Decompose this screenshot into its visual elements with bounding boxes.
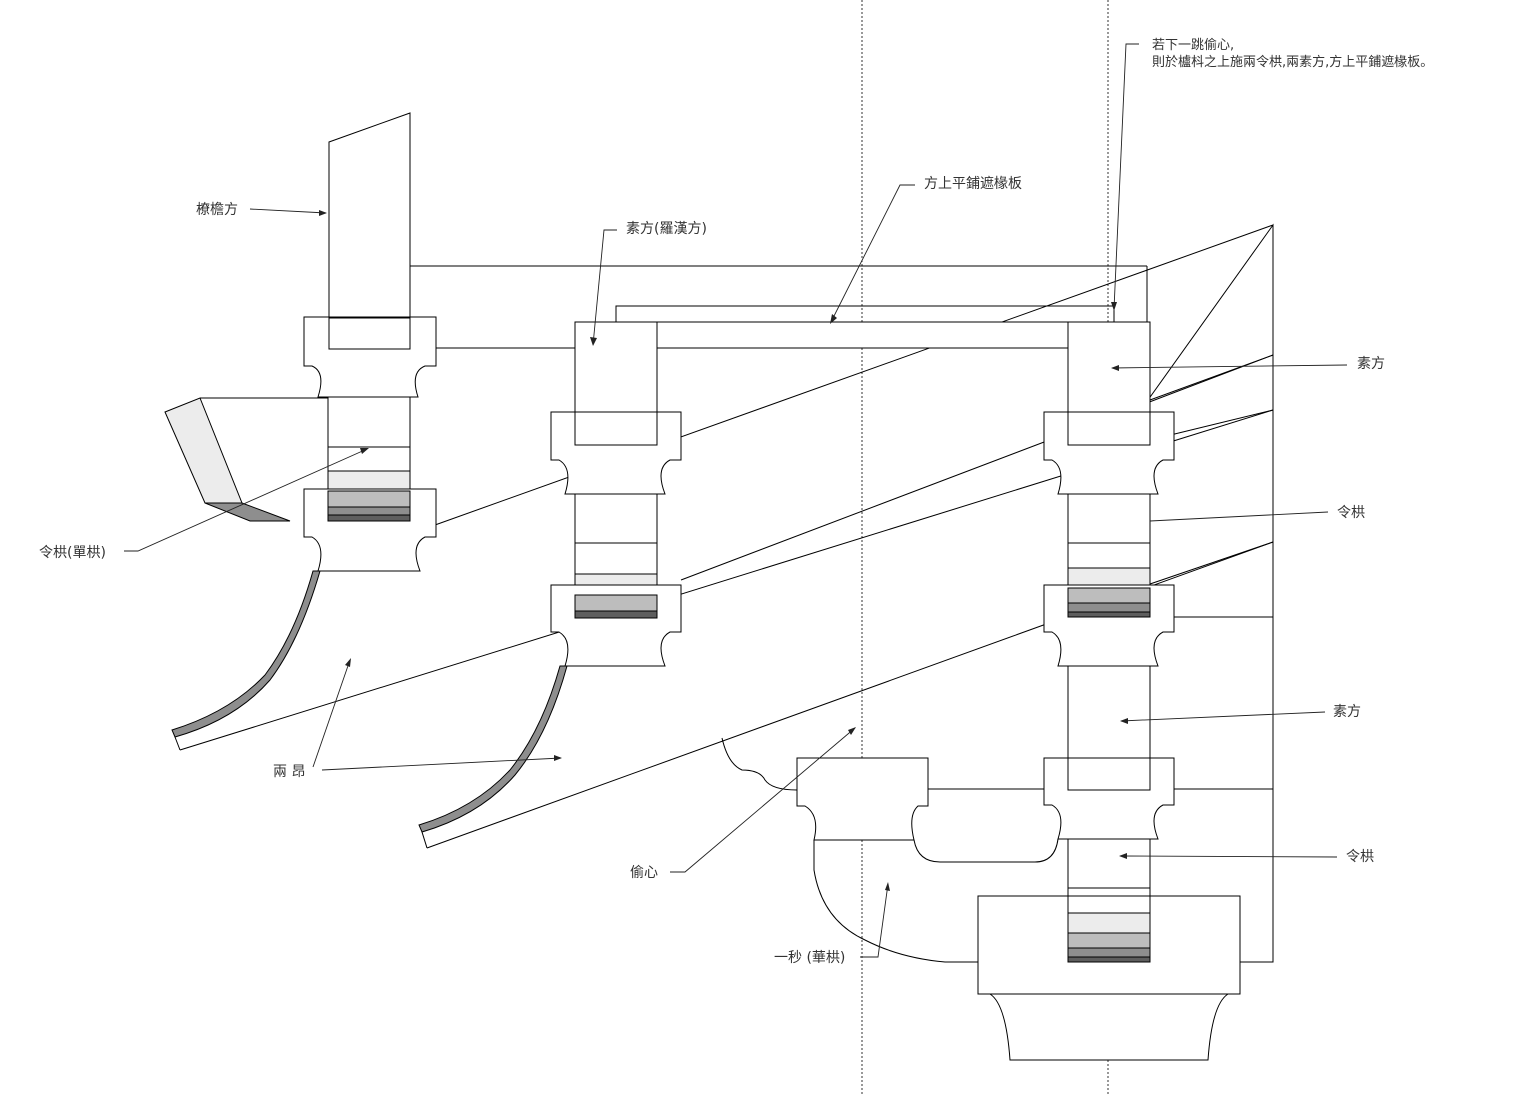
left-column [164,112,1148,751]
slant-beam-mid [680,354,1274,581]
note-line-1: 若下一跳偷心, [1152,38,1235,53]
note-text: 若下一跳偷心, 則於櫨枓之上施兩令栱,兩素方,方上平鋪遮椽板。 [1152,37,1433,71]
middle-column [418,305,1149,849]
note-line-2: 則於櫨枓之上施兩令栱,兩素方,方上平鋪遮椽板。 [1152,55,1434,70]
right-column [977,321,1241,1061]
label-pingpu-zhechuanban: 方上平鋪遮椽板 [924,176,1022,192]
huagong-block [721,737,1273,963]
label-sufang-lower: 素方 [1333,704,1361,720]
label-touxin: 偷心 [630,865,658,881]
leader-lines [124,43,1348,958]
label-yichao-huagong: 一秒 (華栱) [774,950,846,966]
label-sufang-luohan: 素方(羅漢方) [626,221,707,237]
label-sufang-upper: 素方 [1357,356,1385,372]
label-linggong-dangong: 令栱(單栱) [39,545,106,561]
label-liaoyanfang: 橑檐方 [196,202,238,218]
label-linggong-lower: 令栱 [1346,849,1374,865]
label-liang-ang: 兩 昂 [273,764,306,780]
label-linggong-upper: 令栱 [1337,505,1365,521]
